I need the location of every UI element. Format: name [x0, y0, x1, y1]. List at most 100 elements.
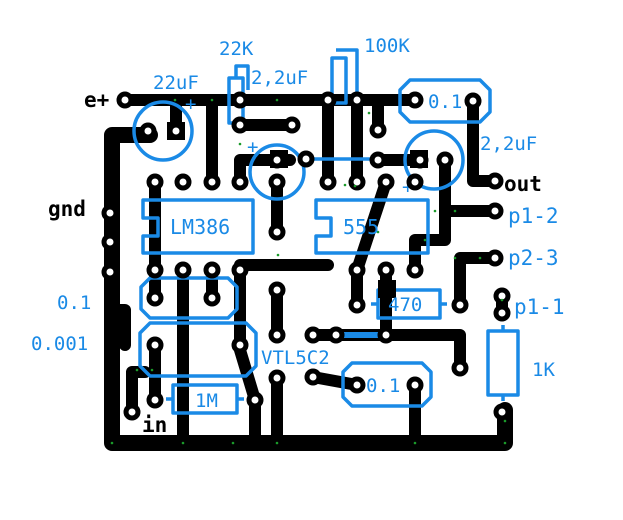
power-label: e+ [84, 88, 109, 112]
labels: e+ gnd out in p1-2 p2-3 p1-1 22uF 22K 2,… [31, 35, 565, 437]
outline-0001 [138, 321, 258, 378]
solder-pad [139, 122, 157, 140]
plus-22uf: + [185, 93, 196, 115]
trace-in [126, 366, 151, 418]
solder-pad [101, 263, 119, 281]
label-01-top: 0.1 [428, 91, 462, 113]
outline-01-bottom [341, 361, 433, 408]
solder-pad [203, 289, 221, 307]
label-2-2uf-top: 2,2uF [251, 67, 308, 89]
solder-pad [451, 296, 469, 314]
solder-pad [231, 336, 249, 354]
outline-100k [330, 56, 348, 105]
via-dot [238, 142, 242, 146]
solder-pad [327, 326, 345, 344]
via-dot [423, 238, 427, 242]
solder-pad [319, 91, 337, 109]
solder-pad [486, 249, 504, 267]
input-label: in [142, 413, 167, 437]
via-dot [367, 111, 371, 115]
solder-pad [406, 91, 424, 109]
solder-pad [486, 202, 504, 220]
solder-pad [246, 391, 264, 409]
trace-lm386-555 [234, 259, 334, 276]
outline-01-left [139, 276, 239, 320]
via-dot [500, 298, 504, 302]
output-label: out [504, 172, 542, 196]
plus-22uf-a: + [247, 136, 258, 158]
solder-pad [101, 204, 119, 222]
outline-1k [486, 329, 520, 397]
label-2-2uf-out: 2,2uF [480, 133, 537, 155]
outline-22uf-a [248, 143, 306, 201]
via-dot [478, 256, 482, 260]
outline-22k-lead [234, 64, 250, 90]
solder-pad [436, 151, 454, 169]
solder-pad [406, 173, 424, 191]
p2-3-label: p2-3 [508, 246, 559, 270]
via-dot [353, 184, 357, 188]
label-vtl5c2: VTL5C2 [261, 347, 330, 369]
solder-pad [203, 173, 221, 191]
pad-square [378, 280, 396, 298]
label-lm386: LM386 [170, 215, 230, 239]
outline-100k-lead [336, 48, 359, 100]
solder-pad [231, 116, 249, 134]
via-dot [231, 441, 235, 445]
label-01-left: 0.1 [57, 292, 91, 314]
solder-pad [348, 296, 366, 314]
outline-01-top [398, 78, 492, 124]
solder-pad [348, 261, 366, 279]
solder-pad [146, 173, 164, 191]
solder-pad [304, 326, 322, 344]
solder-pad [123, 403, 141, 421]
solder-pad [231, 173, 249, 191]
p1-2-label: p1-2 [508, 204, 559, 228]
via-dot [413, 441, 417, 445]
label-01-bottom: 0.1 [366, 375, 400, 397]
solder-pad [493, 403, 511, 421]
label-555: 555 [343, 215, 379, 239]
solder-pad [268, 281, 286, 299]
solder-pad [406, 376, 424, 394]
label-1k: 1K [532, 359, 555, 381]
via-dot [275, 441, 279, 445]
via-dot [453, 209, 457, 213]
via-dot [181, 441, 185, 445]
solder-pad [348, 91, 366, 109]
solder-pad [486, 172, 504, 190]
via-dot [343, 183, 347, 187]
via-dot [210, 98, 214, 102]
solder-pad [146, 261, 164, 279]
solder-pad [268, 223, 286, 241]
trace-lm386-down [234, 264, 261, 449]
gnd-stub [106, 304, 131, 351]
via-dot [110, 441, 114, 445]
ground-label: gnd [48, 197, 86, 221]
solder-pad [451, 359, 469, 377]
solder-pad [406, 261, 424, 279]
label-1m: 1M [195, 390, 218, 412]
vias [110, 98, 507, 445]
p1-1-label: p1-1 [514, 295, 565, 319]
outline-22uf-out [403, 129, 465, 191]
via-dot [433, 209, 437, 213]
solder-pad [268, 173, 286, 191]
solder-pad [174, 261, 192, 279]
solder-pad [203, 261, 221, 279]
via-dot [453, 256, 457, 260]
solder-pad [377, 326, 395, 344]
label-470: 470 [388, 294, 422, 316]
via-dot [276, 253, 280, 257]
solder-pad [493, 304, 511, 322]
solder-pad [268, 151, 286, 169]
solder-pad [369, 151, 387, 169]
label-100k: 100K [364, 35, 410, 57]
solder-pad [493, 287, 511, 305]
solder-pad [231, 91, 249, 109]
solder-pad [283, 116, 301, 134]
outline-lm386 [141, 198, 255, 255]
solder-pad [231, 261, 249, 279]
solder-pad [319, 173, 337, 191]
solder-pad [101, 233, 119, 251]
